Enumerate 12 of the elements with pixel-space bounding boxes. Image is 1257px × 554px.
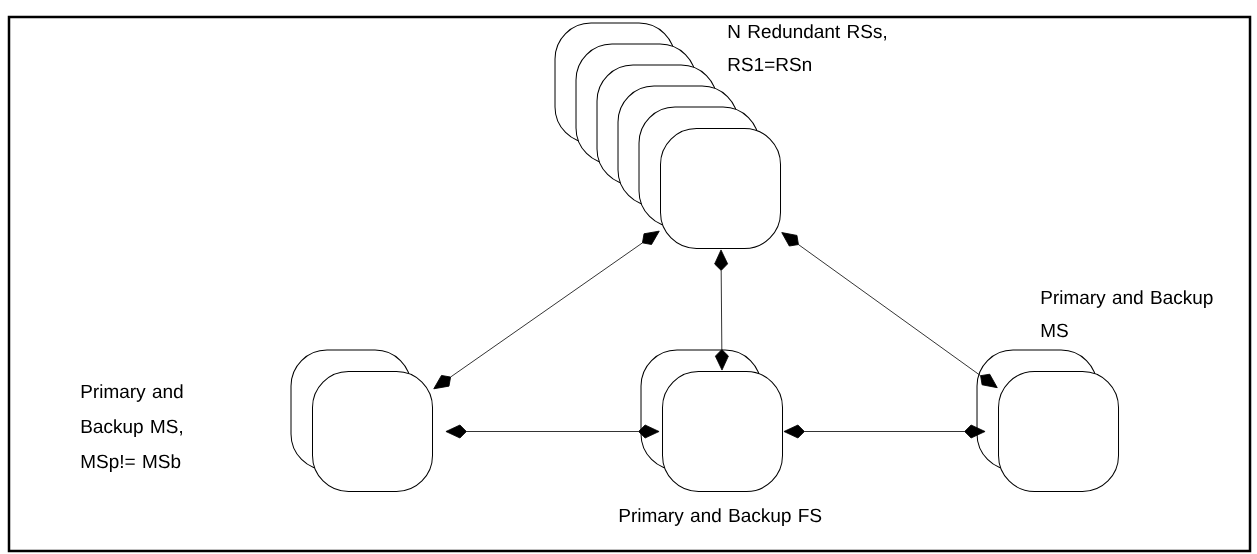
arrow (445, 424, 660, 439)
arrow (783, 424, 986, 439)
stacked-server-boxes (290, 349, 433, 492)
caption: Primary and Backup MS, MSp!= MSb (81, 384, 183, 472)
stacked-server-boxes (976, 349, 1119, 492)
node-caption: Primary and Backup FS (619, 508, 822, 526)
arrow (714, 249, 729, 371)
arrow (781, 232, 998, 389)
node-caption: Primary and Backup MS (1041, 290, 1213, 338)
stacked-server-boxes (640, 349, 783, 492)
arrow (433, 230, 660, 390)
node-caption: N Redundant RSs, RS1=RSn (728, 24, 886, 72)
